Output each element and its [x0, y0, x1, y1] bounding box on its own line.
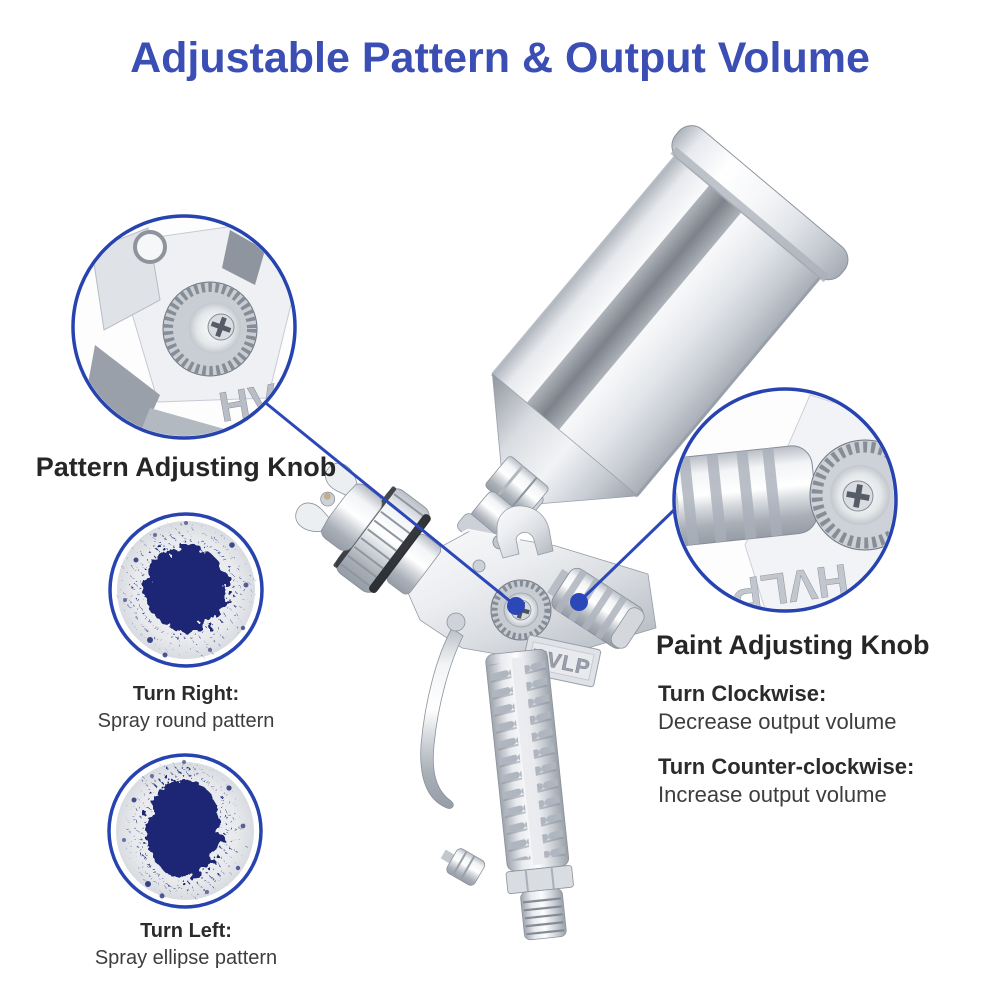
- air-cap-horn: [295, 502, 330, 532]
- leader-line-pattern-knob: [265, 402, 518, 608]
- increase-volume-description: Increase output volume: [658, 782, 887, 807]
- paint-knob-label: Paint Adjusting Knob: [656, 630, 930, 660]
- spray-gun: HVLP: [295, 125, 849, 941]
- leader-dot-paint-knob: [570, 593, 588, 611]
- decrease-volume-description: Decrease output volume: [658, 709, 897, 734]
- leader-dot-pattern-knob: [507, 597, 525, 615]
- spray-pattern-ellipse: [107, 753, 263, 909]
- fluid-tip: [323, 492, 331, 500]
- air-valve-screw: [440, 848, 486, 886]
- page-title: Adjustable Pattern & Output Volume: [130, 34, 870, 82]
- air-cap: [321, 483, 383, 551]
- leader-line-paint-knob: [577, 508, 676, 604]
- round-pattern-speckles: [123, 521, 249, 658]
- trigger-pivot: [446, 612, 466, 632]
- turn-left-heading: Turn Left:: [140, 920, 232, 942]
- hanging-hook: [496, 505, 554, 559]
- zoomed-paint-knob: [676, 445, 818, 547]
- handle: [485, 648, 574, 941]
- gravity-feed-cup: [491, 125, 849, 515]
- callout-circle-pattern-knob: HVLP: [71, 214, 297, 440]
- turn-clockwise-heading: Turn Clockwise:: [658, 681, 827, 706]
- turn-counter-clockwise-heading: Turn Counter-clockwise:: [658, 754, 915, 779]
- ellipse-pattern-speckles: [122, 760, 246, 899]
- round-pattern-description: Spray round pattern: [97, 710, 275, 732]
- callout-circle-paint-knob: HVLP: [672, 387, 898, 613]
- leader-lines: [265, 402, 676, 608]
- ellipse-pattern-description: Spray ellipse pattern: [94, 947, 278, 969]
- body-hole: [472, 559, 486, 573]
- spray-pattern-round: [108, 512, 264, 668]
- trigger: [420, 612, 466, 809]
- turn-right-heading: Turn Right:: [132, 683, 240, 705]
- pattern-knob-label: Pattern Adjusting Knob: [35, 452, 337, 482]
